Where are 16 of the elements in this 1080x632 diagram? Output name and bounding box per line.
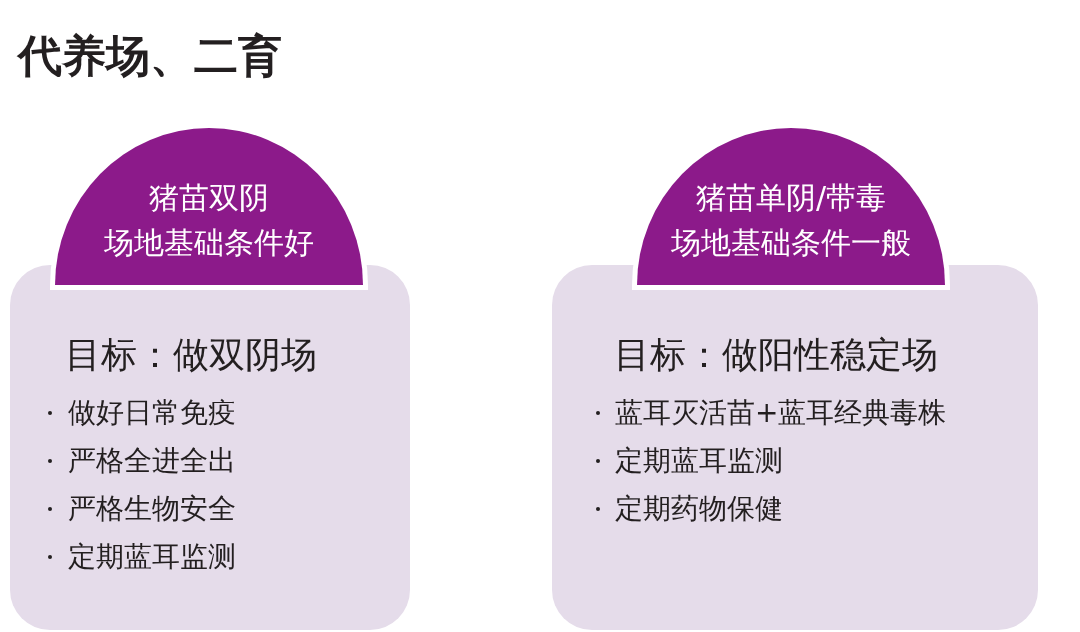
header-text: 场地基础条件一般: [671, 225, 911, 261]
page-title: 代养场、二育: [18, 34, 282, 78]
goal-heading: 目标：做阳性稳定场: [614, 333, 938, 377]
bullet-text: 定期蓝耳监测: [615, 443, 783, 479]
card-background: [10, 265, 410, 630]
header-text: 场地基础条件好: [104, 225, 314, 261]
header-text: 猪苗单阴/带毒: [695, 180, 887, 216]
bullet-text: 做好日常免疫: [68, 395, 236, 431]
header-text: 猪苗双阴: [149, 180, 269, 216]
bullet-text: 蓝耳灭活苗+蓝耳经典毒株: [615, 395, 947, 431]
bullet-text: 严格全进全出: [68, 443, 236, 479]
goal-heading: 目标：做双阴场: [65, 333, 317, 377]
card-background: [552, 265, 1038, 630]
bullet-text: 严格生物安全: [68, 491, 236, 527]
bullet-text: 定期蓝耳监测: [68, 539, 236, 575]
bullet-text: 定期药物保健: [615, 491, 783, 527]
